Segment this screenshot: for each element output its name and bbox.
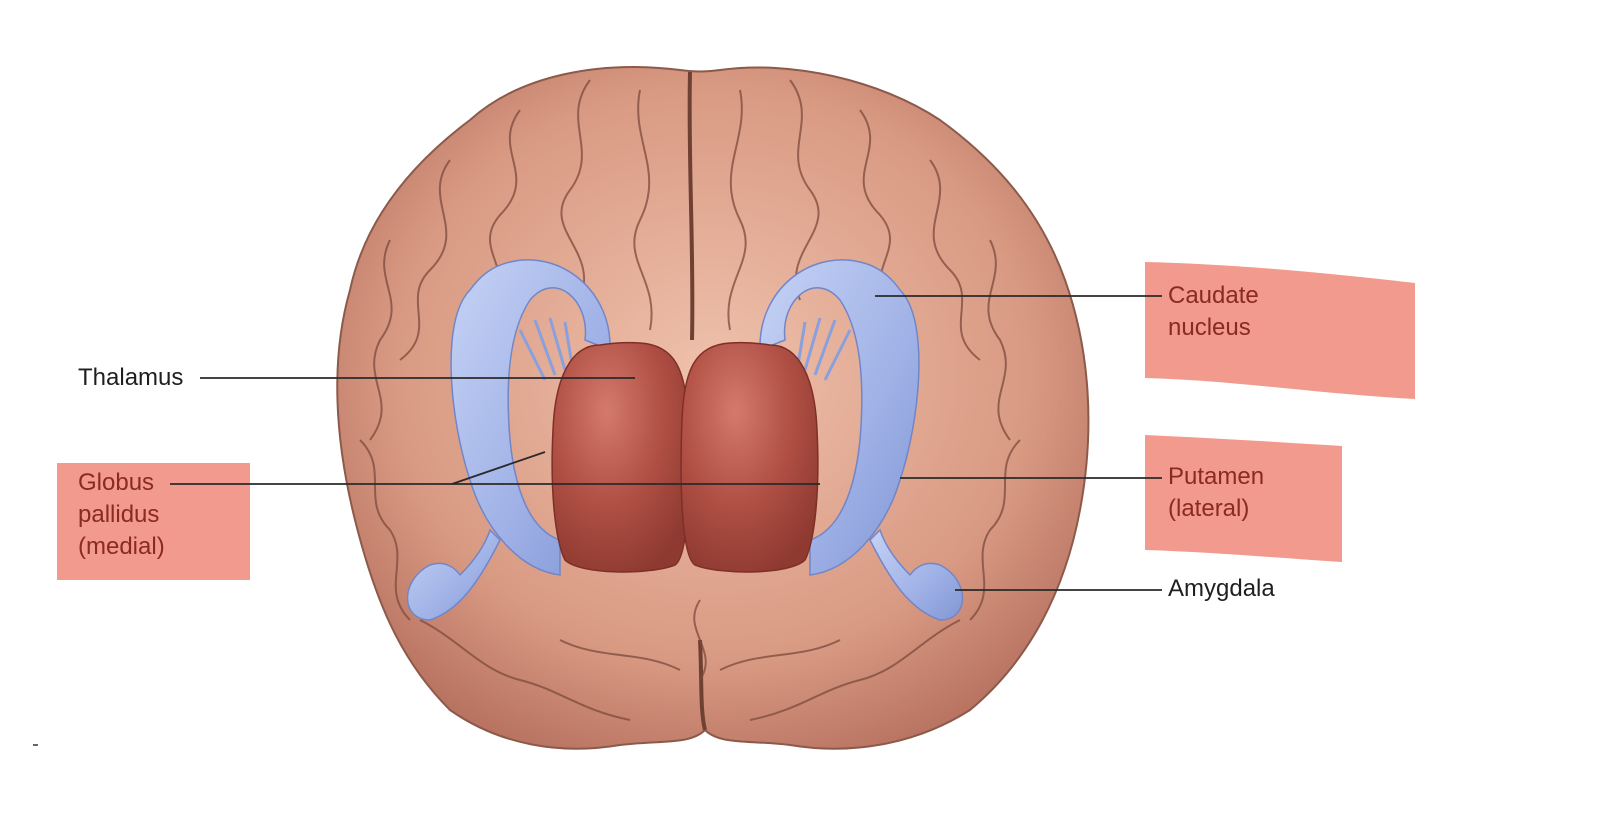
thalamus-left-lobe [551, 341, 690, 573]
left-caudate-putamen [406, 259, 611, 621]
leader-lines [170, 295, 1162, 591]
putamen-highlight [1145, 435, 1342, 562]
thalamus [551, 341, 819, 573]
globus-pallidus-highlight [57, 463, 250, 580]
globus-pallidus-label: Globus pallidus (medial) [78, 469, 165, 560]
right-amygdala [869, 528, 964, 621]
left-amygdala [406, 528, 501, 621]
longitudinal-fissure [687, 71, 707, 731]
globus-pallidus-leader-branch [451, 451, 546, 485]
thalamus-right-lobe [680, 341, 819, 573]
caudate-nucleus-label: Caudate nucleus [1168, 282, 1259, 341]
thalamus-label: Thalamus [78, 364, 184, 391]
amygdala-label: Amygdala [1168, 575, 1275, 602]
caudate-nucleus-highlight [1145, 262, 1415, 399]
right-caudate-putamen [759, 259, 964, 621]
putamen-label: Putamen (lateral) [1168, 463, 1265, 522]
